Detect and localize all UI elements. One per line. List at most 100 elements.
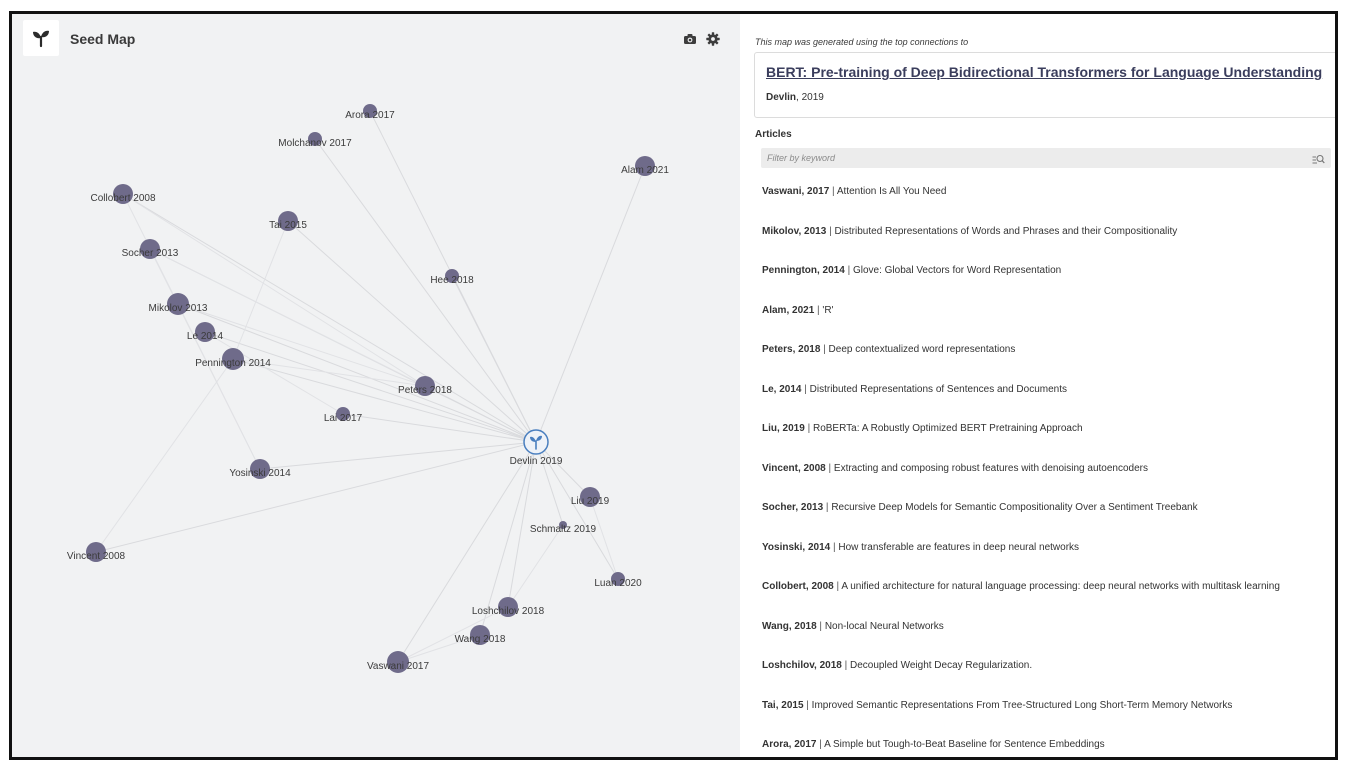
graph-node[interactable]: Vaswani 2017: [367, 651, 430, 673]
article-separator: |: [823, 502, 832, 513]
citation-edge: [589, 496, 619, 580]
article-separator: |: [826, 225, 835, 237]
graph-node[interactable]: Yosinski 2014: [229, 459, 291, 479]
graph-node[interactable]: Collobert 2008: [90, 184, 156, 204]
node-circle[interactable]: [250, 459, 270, 479]
article-author: Socher, 2013: [762, 502, 824, 513]
graph-node[interactable]: Socher 2013: [122, 239, 179, 259]
citation-edge: [397, 606, 509, 663]
node-circle[interactable]: [635, 156, 655, 176]
node-circle[interactable]: [470, 625, 490, 645]
node-circle[interactable]: [415, 376, 435, 396]
graph-node[interactable]: Loshchilov 2018: [472, 597, 545, 617]
graph-node[interactable]: Arora 2017: [345, 104, 395, 121]
article-title: Improved Semantic Representations From T…: [811, 699, 1233, 711]
node-circle[interactable]: [498, 597, 518, 617]
node-circle[interactable]: [195, 322, 215, 342]
article-title: Non-local Neural Networks: [824, 620, 944, 632]
graph-node[interactable]: Liu 2019: [571, 487, 610, 507]
seed-paper-title-link[interactable]: BERT: Pre-training of Deep Bidirectional…: [766, 64, 1323, 80]
node-circle[interactable]: [580, 487, 600, 507]
article-author: Pennington, 2014: [762, 265, 845, 276]
article-separator: |: [825, 462, 834, 474]
filter-input[interactable]: [767, 150, 1287, 166]
graph-node[interactable]: Luan 2020: [594, 572, 642, 589]
article-separator: |: [814, 304, 823, 316]
search-icon[interactable]: [1312, 152, 1325, 170]
article-title: Extracting and composing robust features…: [833, 462, 1148, 474]
node-circle[interactable]: [611, 572, 625, 586]
graph-node[interactable]: Le 2014: [187, 322, 224, 342]
article-title: A unified architecture for natural langu…: [841, 581, 1280, 592]
camera-icon[interactable]: [683, 32, 697, 50]
node-circle[interactable]: [336, 407, 350, 421]
graph-node[interactable]: Tai 2015: [269, 211, 307, 231]
article-list-item[interactable]: Collobert, 2008 | A unified architecture…: [762, 579, 1322, 619]
node-label: Le 2014: [187, 331, 224, 342]
article-title: How transferable are features in deep ne…: [838, 541, 1080, 553]
article-list-item[interactable]: Pennington, 2014 | Glove: Global Vectors…: [762, 263, 1322, 303]
graph-node[interactable]: Wang 2018: [455, 625, 506, 645]
graph-node[interactable]: Molchanov 2017: [278, 132, 352, 149]
graph-node[interactable]: Hee 2018: [430, 269, 474, 286]
node-circle[interactable]: [222, 348, 244, 370]
citation-edge: [232, 220, 289, 360]
article-author: Collobert, 2008: [762, 581, 834, 592]
seed-node[interactable]: Devlin 2019: [510, 429, 563, 467]
node-label: Alam 2021: [621, 165, 669, 176]
gear-icon[interactable]: [706, 32, 720, 51]
graph-node[interactable]: Peters 2018: [398, 376, 452, 396]
article-list-item[interactable]: Peters, 2018 | Deep contextualized word …: [762, 342, 1322, 382]
article-separator: |: [804, 423, 813, 434]
article-list-item[interactable]: Loshchilov, 2018 | Decoupled Weight Deca…: [762, 658, 1322, 698]
node-circle[interactable]: [308, 132, 322, 146]
citation-edge: [177, 303, 537, 443]
article-separator: |: [833, 581, 842, 592]
article-author: Vaswani, 2017: [762, 186, 830, 197]
node-circle[interactable]: [167, 293, 189, 315]
article-title: RoBERTa: A Robustly Optimized BERT Pretr…: [812, 423, 1083, 434]
node-label: Pennington 2014: [195, 358, 271, 369]
article-list-item[interactable]: Socher, 2013 | Recursive Deep Models for…: [762, 500, 1322, 540]
citation-edge: [535, 441, 619, 580]
filter-bar: [761, 148, 1331, 168]
graph-edges: [95, 110, 646, 663]
node-circle[interactable]: [363, 104, 377, 118]
seed-intro-text: This map was generated using the top con…: [755, 37, 969, 47]
article-title: A Simple but Tough-to-Beat Baseline for …: [824, 739, 1105, 750]
node-circle[interactable]: [140, 239, 160, 259]
article-list-item[interactable]: Mikolov, 2013 | Distributed Representati…: [762, 224, 1322, 264]
node-label: Vincent 2008: [67, 551, 126, 562]
article-author: Alam, 2021: [762, 304, 815, 316]
node-circle[interactable]: [445, 269, 459, 283]
node-circle[interactable]: [278, 211, 298, 231]
node-circle[interactable]: [86, 542, 106, 562]
article-author: Wang, 2018: [762, 620, 817, 632]
graph-node[interactable]: Mikolov 2013: [149, 293, 208, 315]
article-list-item[interactable]: Alam, 2021 | 'R': [762, 303, 1322, 343]
article-list-item[interactable]: Vaswani, 2017 | Attention Is All You Nee…: [762, 184, 1322, 224]
graph-node[interactable]: Lai 2017: [324, 407, 363, 424]
article-list-item[interactable]: Wang, 2018 | Non-local Neural Networks: [762, 619, 1322, 659]
node-label: Collobert 2008: [90, 193, 155, 204]
graph-node[interactable]: Schmaltz 2019: [530, 521, 597, 535]
node-circle[interactable]: [113, 184, 133, 204]
article-list-item[interactable]: Yosinski, 2014 | How transferable are fe…: [762, 540, 1322, 580]
graph-node[interactable]: Vincent 2008: [67, 542, 126, 562]
article-list-item[interactable]: Tai, 2015 | Improved Semantic Representa…: [762, 698, 1322, 738]
article-list-item[interactable]: Le, 2014 | Distributed Representations o…: [762, 382, 1322, 422]
node-circle[interactable]: [387, 651, 409, 673]
node-label: Schmaltz 2019: [530, 524, 597, 535]
article-title: Distributed Representations of Words and…: [834, 225, 1178, 237]
graph-node[interactable]: Alam 2021: [621, 156, 669, 176]
app-title: Seed Map: [70, 31, 136, 47]
article-list-item[interactable]: Arora, 2017 | A Simple but Tough-to-Beat…: [762, 737, 1322, 757]
node-label: Hee 2018: [430, 275, 474, 286]
node-circle[interactable]: [559, 521, 567, 529]
article-list-item[interactable]: Liu, 2019 | RoBERTa: A Robustly Optimize…: [762, 421, 1322, 461]
graph-node[interactable]: Pennington 2014: [195, 348, 271, 370]
article-list-item[interactable]: Vincent, 2008 | Extracting and composing…: [762, 461, 1322, 501]
